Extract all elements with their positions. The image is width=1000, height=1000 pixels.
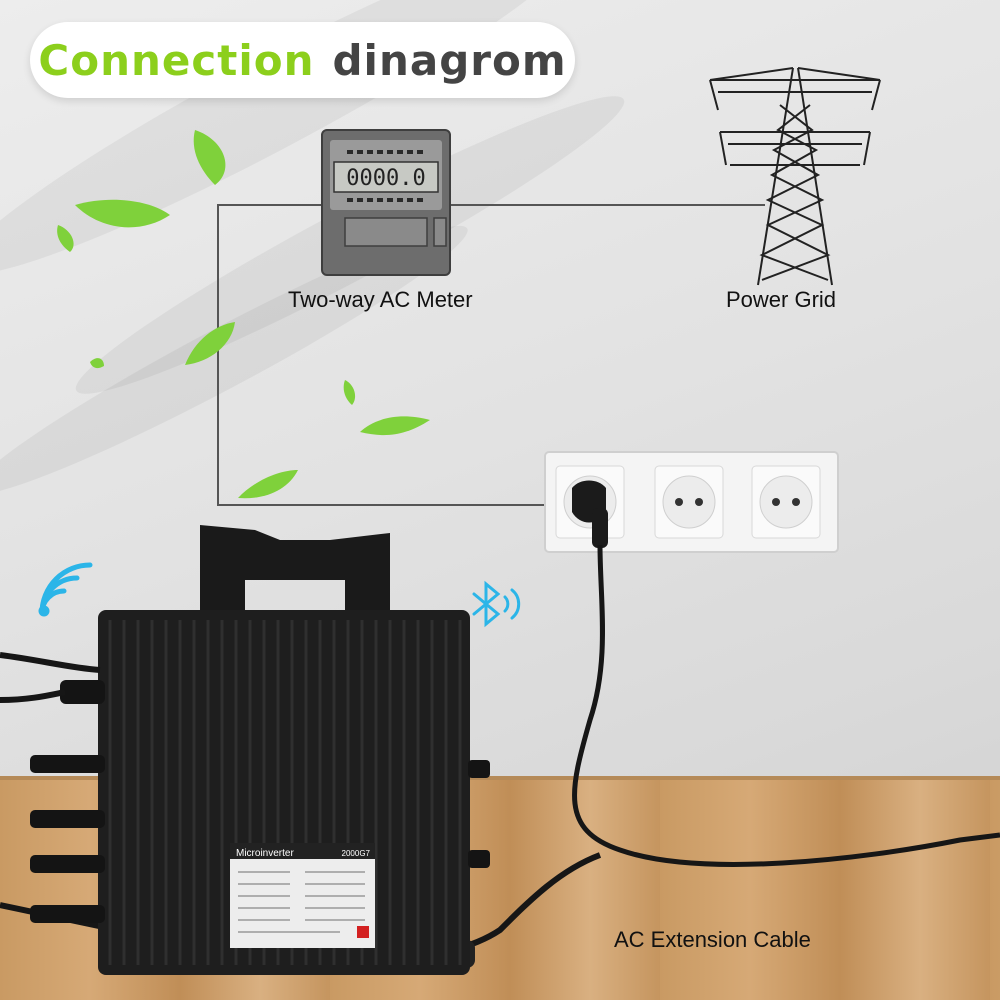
title-highlight: Connection	[38, 35, 315, 85]
grid-label: Power Grid	[726, 287, 837, 312]
leaf-icon	[360, 416, 430, 436]
cable-label: AC Extension Cable	[614, 927, 811, 952]
bluetooth-icon	[472, 580, 521, 628]
power-tower-icon	[709, 67, 881, 286]
inverter-model: 2000G7	[342, 849, 371, 858]
leaf-icon	[75, 199, 170, 228]
leaves	[57, 130, 430, 499]
title-banner: Connection dinagrom	[30, 22, 575, 98]
title-rest: dinagrom	[332, 35, 567, 85]
socket-icon	[654, 465, 724, 539]
meter-label: Two-way AC Meter	[288, 287, 473, 312]
inverter-label: Microinverter	[236, 848, 294, 859]
wiring-lines	[217, 204, 765, 506]
leaf-icon	[185, 322, 235, 365]
microinverter: Microinverter 2000G7	[0, 525, 490, 975]
leaf-icon	[238, 470, 298, 499]
ac-meter: 0000.0	[321, 129, 451, 276]
wifi-icon	[38, 562, 93, 617]
leaf-icon	[193, 130, 226, 185]
leaf-icon	[343, 380, 356, 405]
socket-icon	[751, 465, 821, 539]
floor-edge	[0, 776, 1000, 782]
leaf-icon	[57, 225, 74, 252]
leaf-icon	[90, 358, 104, 369]
meter-reading: 0000.0	[346, 166, 425, 191]
meter-display	[333, 161, 439, 193]
